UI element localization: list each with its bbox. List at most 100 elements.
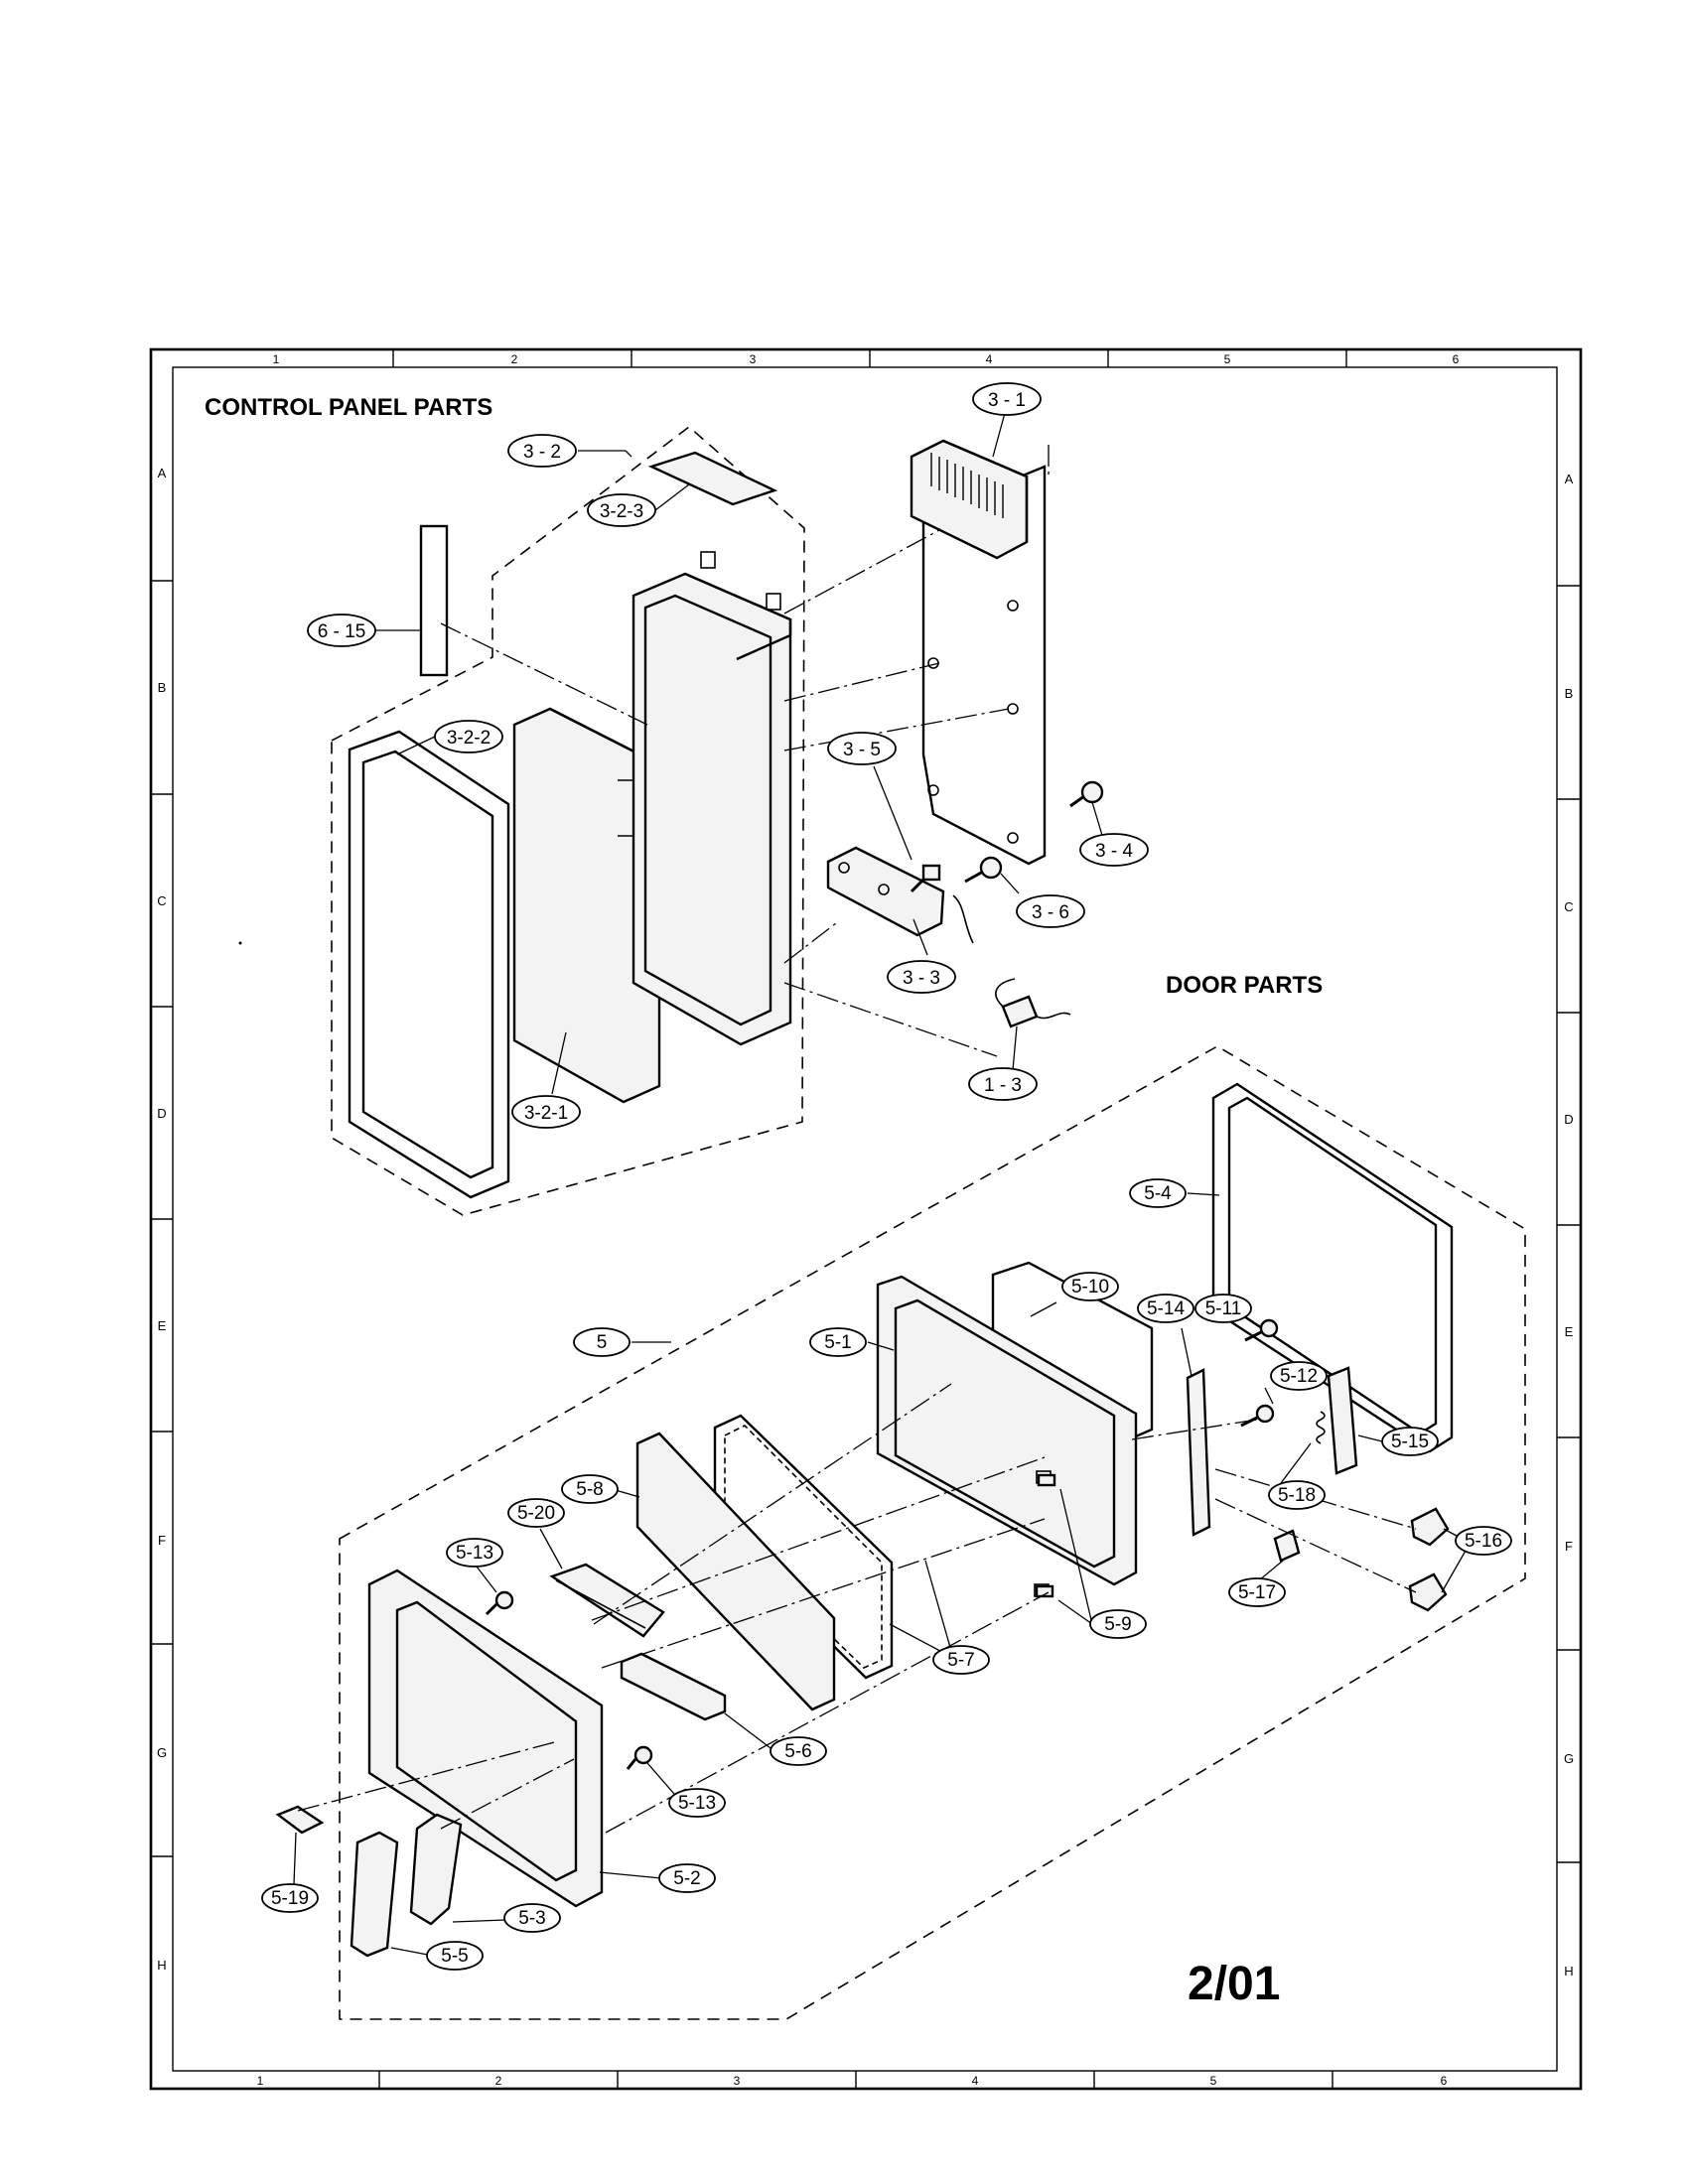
grid-col-bottom-6: 6 bbox=[1441, 2074, 1448, 2088]
control-panel-title: CONTROL PANEL PARTS bbox=[205, 394, 492, 421]
part-5-6-hinge bbox=[620, 1652, 727, 1721]
grid-col-top-4: 4 bbox=[986, 352, 993, 366]
part-5-9-stoppers bbox=[1035, 1473, 1056, 1598]
part-3-2-3-window bbox=[647, 451, 778, 506]
grid-row-left-f: F bbox=[158, 1533, 166, 1548]
part-3-4-screw bbox=[1069, 780, 1104, 808]
grid-row-left-d: D bbox=[157, 1106, 166, 1121]
part-label-6-15: 6 - 15 bbox=[307, 614, 376, 647]
svg-text:5-19: 5-19 bbox=[271, 1888, 309, 1909]
grid-col-top-3: 3 bbox=[750, 352, 757, 366]
grid-col-bottom-1: 1 bbox=[257, 2074, 264, 2088]
svg-text:5-14: 5-14 bbox=[1147, 1298, 1185, 1319]
grid-row-right-g: G bbox=[1564, 1751, 1574, 1766]
part-label-5-18: 5-18 bbox=[1268, 1480, 1326, 1510]
part-label-3-4: 3 - 4 bbox=[1079, 833, 1149, 867]
part-label-5-14: 5-14 bbox=[1137, 1294, 1194, 1323]
part-label-3-2-1: 3-2-1 bbox=[511, 1095, 581, 1129]
part-label-5-8: 5-8 bbox=[561, 1474, 619, 1504]
svg-text:6 - 15: 6 - 15 bbox=[318, 621, 366, 642]
part-3-2-housing bbox=[632, 551, 792, 1046]
part-label-5-3: 5-3 bbox=[503, 1903, 561, 1933]
part-label-5-13-upper: 5-13 bbox=[446, 1538, 503, 1568]
part-5-19-label bbox=[275, 1805, 325, 1835]
part-label-5-7: 5-7 bbox=[932, 1645, 990, 1675]
svg-text:5-4: 5-4 bbox=[1144, 1183, 1172, 1204]
part-5-14-latch-holder bbox=[1186, 1368, 1211, 1537]
outer-frame bbox=[149, 347, 1583, 2091]
svg-text:1 - 3: 1 - 3 bbox=[984, 1075, 1022, 1096]
part-label-5-4: 5-4 bbox=[1129, 1178, 1187, 1208]
svg-text:5-8: 5-8 bbox=[576, 1479, 603, 1500]
svg-text:5-18: 5-18 bbox=[1278, 1485, 1316, 1506]
grid-row-right-b: B bbox=[1565, 686, 1574, 701]
page-ref: 2/01 bbox=[1188, 1958, 1280, 2010]
svg-text:5-16: 5-16 bbox=[1465, 1531, 1502, 1552]
assembly-outline-3-2 bbox=[331, 425, 805, 1216]
part-label-5-5: 5-5 bbox=[426, 1941, 484, 1971]
svg-text:5-3: 5-3 bbox=[518, 1908, 545, 1929]
part-5-3-handle-cover bbox=[409, 1813, 463, 1926]
part-label-5-1: 5-1 bbox=[809, 1327, 867, 1357]
grid-row-right-c: C bbox=[1564, 899, 1573, 914]
grid-row-right-a: A bbox=[1565, 472, 1574, 486]
svg-text:3 - 2: 3 - 2 bbox=[523, 442, 561, 463]
leader-lines bbox=[293, 412, 1467, 1957]
part-label-1-3: 1 - 3 bbox=[968, 1067, 1038, 1101]
svg-text:3-2-3: 3-2-3 bbox=[600, 501, 643, 522]
svg-text:5-2: 5-2 bbox=[673, 1868, 700, 1889]
svg-text:3 - 4: 3 - 4 bbox=[1095, 841, 1133, 862]
part-3-1-control-board bbox=[910, 439, 1047, 866]
part-5-13-screw-lower bbox=[626, 1745, 653, 1770]
part-label-5-2: 5-2 bbox=[658, 1863, 716, 1893]
part-label-5-9: 5-9 bbox=[1089, 1609, 1147, 1639]
grid-col-bottom-5: 5 bbox=[1210, 2074, 1217, 2088]
grid-ticks bbox=[151, 349, 1581, 2089]
part-label-3-5: 3 - 5 bbox=[827, 732, 897, 765]
part-3-2-2-front-frame bbox=[348, 730, 510, 1199]
svg-text:5-10: 5-10 bbox=[1071, 1277, 1109, 1297]
grid-col-top-5: 5 bbox=[1224, 352, 1231, 366]
part-5-2-door-panel bbox=[367, 1569, 604, 1908]
part-5-12-screw bbox=[1240, 1404, 1275, 1428]
inner-frame bbox=[172, 366, 1558, 2072]
part-label-5-16: 5-16 bbox=[1455, 1526, 1512, 1556]
part-5-18-spring bbox=[1316, 1411, 1326, 1444]
part-6-15-label bbox=[419, 524, 449, 677]
svg-text:3-2-2: 3-2-2 bbox=[447, 728, 491, 749]
grid-row-left-g: G bbox=[157, 1745, 167, 1760]
grid-col-top-2: 2 bbox=[511, 352, 518, 366]
svg-text:3-2-1: 3-2-1 bbox=[524, 1103, 568, 1124]
grid-col-top-6: 6 bbox=[1453, 352, 1460, 366]
svg-text:3 - 1: 3 - 1 bbox=[988, 390, 1026, 411]
part-label-5-20: 5-20 bbox=[507, 1498, 565, 1528]
svg-text:5-1: 5-1 bbox=[824, 1332, 851, 1353]
part-label-3-2-3: 3-2-3 bbox=[587, 493, 656, 527]
svg-text:5-9: 5-9 bbox=[1104, 1614, 1131, 1635]
grid-row-right-h: H bbox=[1564, 1964, 1573, 1979]
part-3-3-bracket bbox=[826, 846, 974, 944]
grid-row-left-h: H bbox=[157, 1958, 166, 1973]
svg-text:5-11: 5-11 bbox=[1205, 1298, 1242, 1319]
part-3-5-screw bbox=[910, 864, 941, 893]
svg-text:5-6: 5-6 bbox=[784, 1741, 811, 1762]
part-label-3-3: 3 - 3 bbox=[887, 960, 956, 994]
part-label-5: 5 bbox=[573, 1327, 631, 1357]
grid-row-left-b: B bbox=[158, 680, 167, 695]
svg-text:5-15: 5-15 bbox=[1391, 1432, 1429, 1452]
svg-text:3 - 6: 3 - 6 bbox=[1032, 902, 1069, 923]
part-label-5-12: 5-12 bbox=[1270, 1361, 1328, 1391]
part-label-3-2-2: 3-2-2 bbox=[434, 720, 503, 753]
svg-text:5-13: 5-13 bbox=[456, 1543, 493, 1564]
part-label-5-19: 5-19 bbox=[261, 1883, 319, 1913]
part-3-6-screw bbox=[964, 856, 1003, 884]
part-label-5-6: 5-6 bbox=[770, 1736, 827, 1766]
part-label-5-15: 5-15 bbox=[1381, 1427, 1439, 1456]
part-5-8-screen bbox=[635, 1432, 836, 1711]
part-5-17-hook bbox=[1273, 1529, 1301, 1563]
grid-col-bottom-4: 4 bbox=[972, 2074, 979, 2088]
part-5-15-latch bbox=[1327, 1366, 1358, 1475]
door-parts-title: DOOR PARTS bbox=[1166, 972, 1323, 999]
grid-row-right-d: D bbox=[1564, 1112, 1573, 1127]
grid-col-bottom-2: 2 bbox=[495, 2074, 502, 2088]
